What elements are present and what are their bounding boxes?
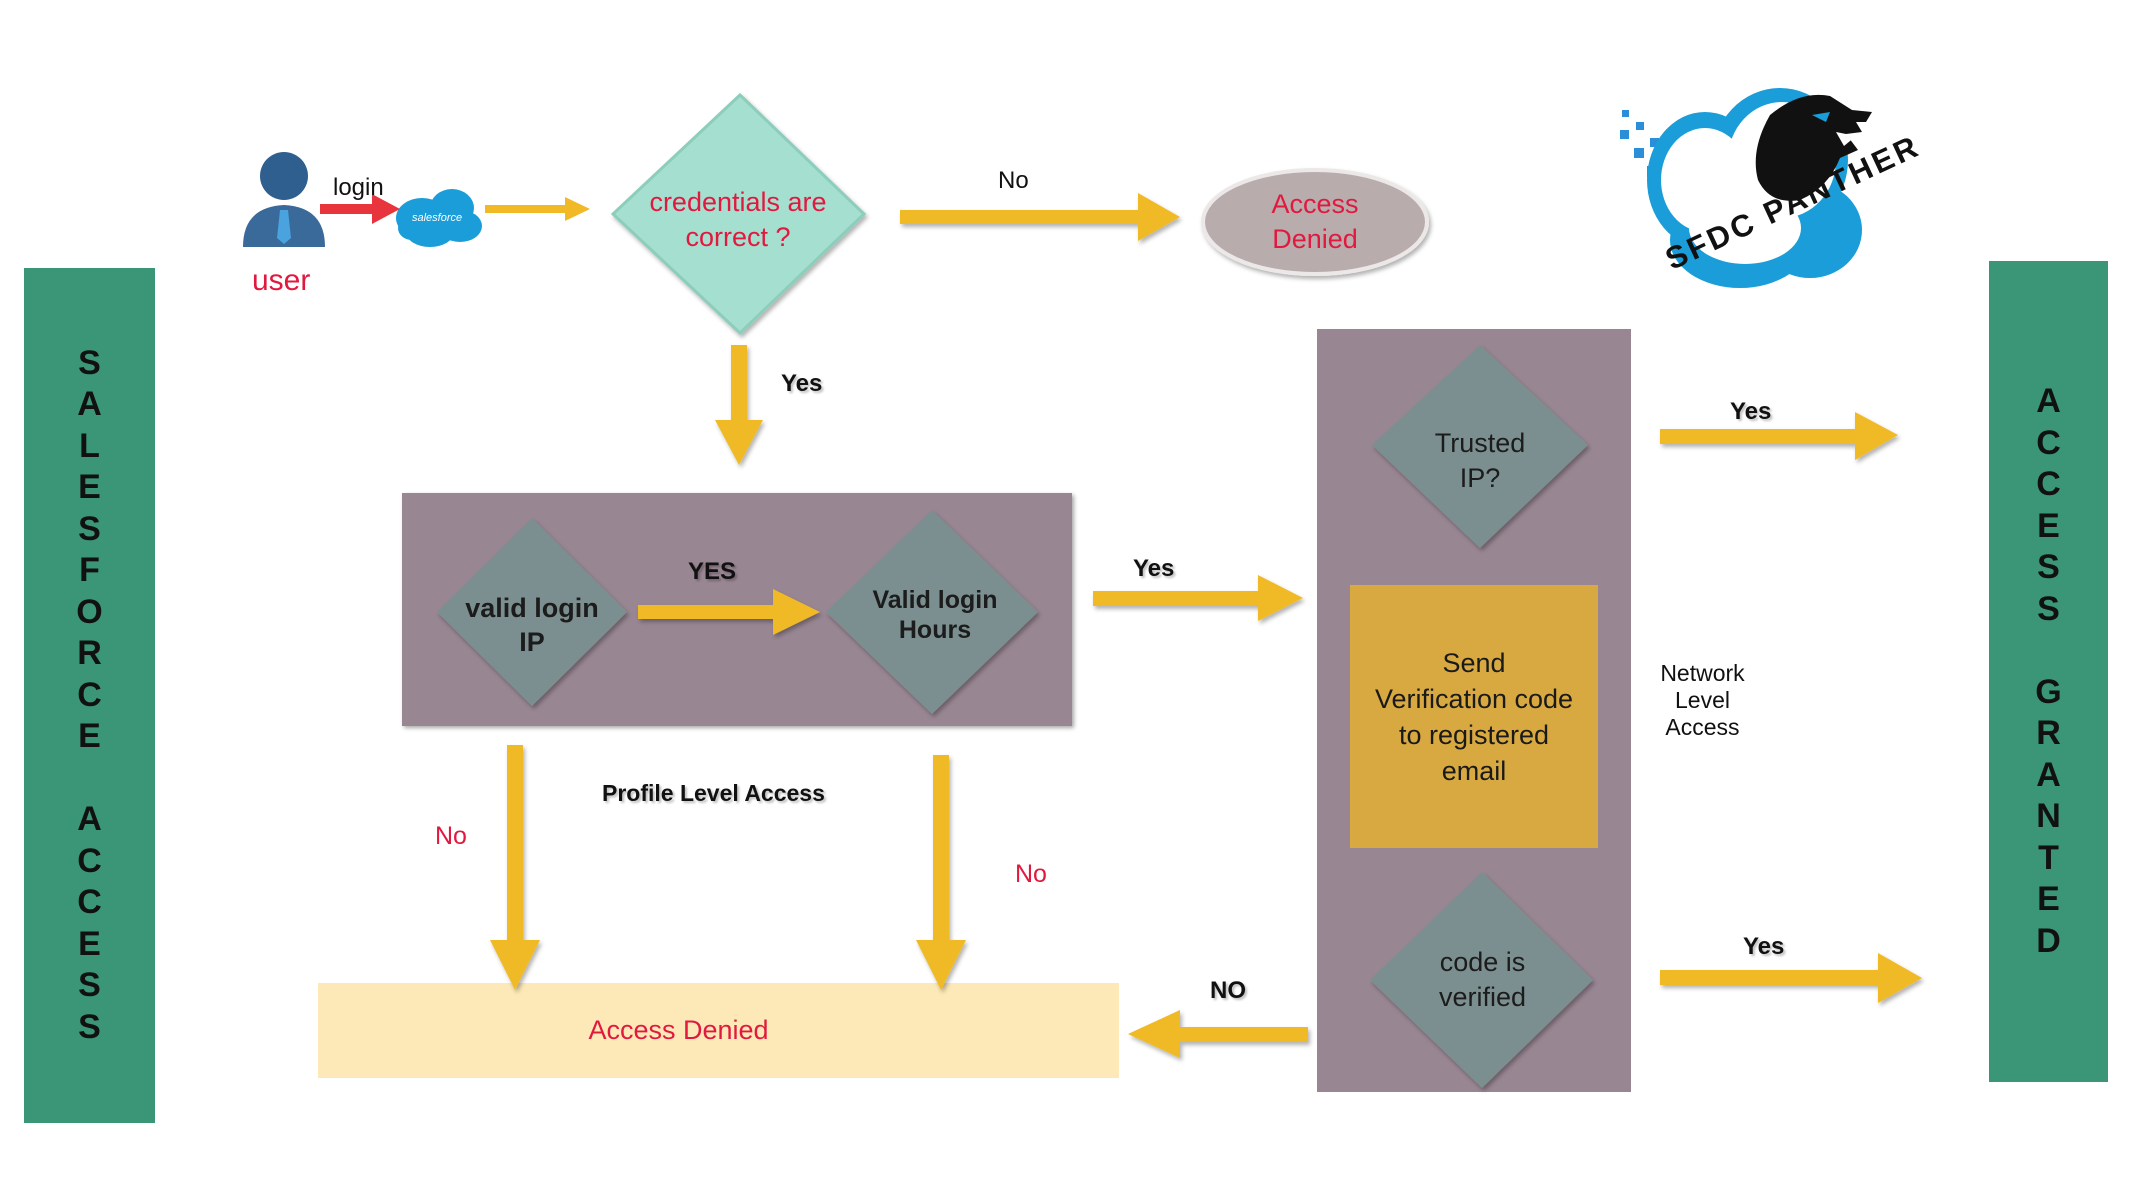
profile-level-caption: Profile Level Access xyxy=(602,780,825,806)
arrow-profile-to-network xyxy=(1093,575,1303,621)
profile-to-network-yes-label: Yes xyxy=(1133,555,1175,582)
send-verification-box: Send Verification code to registered ema… xyxy=(1350,585,1598,848)
send-verification-label: Send Verification code to registered ema… xyxy=(1374,647,1574,786)
code-verified-label: code is verified xyxy=(1438,947,1527,1012)
credentials-question: credentials are correct ? xyxy=(649,186,827,252)
code-yes-label: Yes xyxy=(1743,933,1785,960)
ip-to-hours-yes-label: YES xyxy=(688,558,737,585)
ip-no-label: No xyxy=(435,822,467,850)
code-no-label: NO xyxy=(1210,977,1246,1004)
code-verified-diamond xyxy=(1370,872,1593,1088)
arrow-to-credentials xyxy=(485,197,590,221)
access-granted-bar: A C C E S S G R A N T E D xyxy=(1989,261,2108,1082)
valid-login-hours-diamond xyxy=(826,510,1038,714)
valid-login-ip-label: valid login IP xyxy=(465,593,599,657)
user-icon xyxy=(243,152,325,247)
trusted-ip-diamond xyxy=(1372,345,1588,548)
salesforce-access-bar: S A L E S F O R C E A C C E S S xyxy=(24,268,155,1123)
sfdc-panther-logo xyxy=(1620,88,1872,288)
network-level-caption: Network Level Access xyxy=(1660,660,1745,740)
credentials-no-label: No xyxy=(998,167,1029,194)
access-denied-box: Access Denied xyxy=(318,983,1119,1078)
access-denied-ellipse-label: Access Denied xyxy=(1271,189,1359,254)
arrow-ip-to-hours xyxy=(638,589,820,635)
salesforce-label: salesforce xyxy=(412,212,463,224)
trusted-yes-label: Yes xyxy=(1730,398,1772,425)
hours-no-label: No xyxy=(1015,860,1047,888)
valid-login-ip-diamond xyxy=(437,518,627,706)
trusted-ip-label: Trusted IP? xyxy=(1434,428,1526,493)
access-denied-box-label: Access Denied xyxy=(588,1015,769,1045)
valid-login-hours-label: Valid login Hours xyxy=(872,586,998,644)
arrow-trusted-yes xyxy=(1660,412,1898,460)
access-denied-ellipse xyxy=(1201,168,1429,276)
credentials-yes-label: Yes xyxy=(781,370,823,397)
arrow-credentials-yes xyxy=(715,345,763,465)
credentials-diamond xyxy=(610,92,867,336)
arrow-code-yes xyxy=(1660,953,1922,1003)
arrow-hours-no xyxy=(916,755,966,990)
salesforce-cloud-icon xyxy=(396,189,482,247)
arrow-credentials-no xyxy=(900,193,1180,241)
login-arrow xyxy=(320,194,400,224)
user-label: user xyxy=(252,264,311,297)
arrow-code-no xyxy=(1128,1010,1308,1058)
salesforce-access-label: S A L E S F O R C E A C C E S S xyxy=(76,343,103,1046)
access-granted-label: A C C E S S G R A N T E D xyxy=(2035,382,2062,960)
login-label: login xyxy=(333,174,384,201)
arrow-ip-no xyxy=(490,745,540,990)
